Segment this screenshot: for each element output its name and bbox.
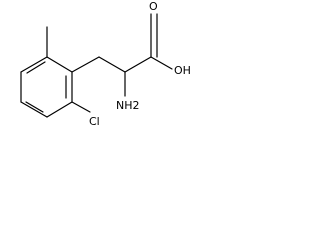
ring-bond — [46, 56, 73, 73]
ring-double-bond — [25, 101, 44, 113]
chemical-structure: O OH NH2 Cl — [20, 0, 191, 128]
hydroxyl-bond — [150, 56, 173, 70]
chloro-bond — [71, 101, 91, 113]
carboxyl-carbon-bond — [124, 56, 152, 73]
chlorine-label: Cl — [89, 115, 100, 128]
ring-bond — [46, 101, 73, 118]
carbonyl-oxygen-label: O — [149, 0, 158, 13]
amine-label: NH2 — [116, 99, 140, 112]
ch2-bond — [71, 56, 100, 73]
benzene-ring — [20, 56, 73, 118]
ring-double-bond — [26, 61, 46, 74]
ring-bond — [20, 101, 48, 118]
hydroxyl-label: OH — [174, 64, 191, 77]
ring-bond — [20, 56, 48, 73]
alpha-carbon-bond — [98, 56, 126, 73]
